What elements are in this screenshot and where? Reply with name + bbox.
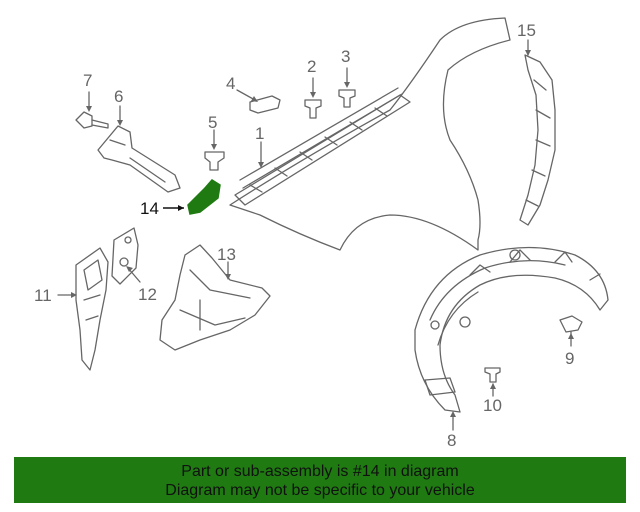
callout-5: 5 — [208, 113, 218, 132]
info-banner: Part or sub-assembly is #14 in diagram D… — [14, 457, 626, 503]
shield-part-13 — [159, 244, 271, 351]
callout-1: 1 — [255, 124, 265, 143]
callout-7: 7 — [83, 71, 93, 90]
callout-4: 4 — [226, 74, 236, 93]
liner-part-8 — [414, 246, 609, 413]
banner-line-2: Diagram may not be specific to your vehi… — [165, 482, 475, 499]
callout-11: 11 — [34, 286, 52, 305]
fender-part-1 — [229, 17, 511, 251]
panel-part-11 — [75, 247, 109, 371]
plate-part-12 — [111, 227, 139, 285]
callout-8: 8 — [447, 431, 457, 450]
clip-part-2 — [304, 99, 322, 119]
clip-part-9 — [559, 315, 583, 333]
strip-part-15 — [519, 54, 556, 226]
callout-14: 14 — [140, 199, 159, 218]
callout-6: 6 — [114, 87, 124, 106]
banner-line-1: Part or sub-assembly is #14 in diagram — [181, 463, 459, 480]
bracket-part-4 — [249, 95, 281, 114]
callout-9: 9 — [565, 349, 575, 368]
callout-10: 10 — [483, 396, 502, 415]
callout-15: 15 — [517, 21, 536, 40]
callout-12: 12 — [138, 285, 157, 304]
bracket-part-6 — [97, 125, 181, 193]
parts-diagram — [57, 17, 609, 431]
callout-3: 3 — [341, 47, 351, 66]
bracket-part-14 — [187, 179, 221, 215]
callout-2: 2 — [307, 57, 317, 76]
clip-part-3 — [338, 89, 356, 108]
clip-part-10 — [484, 367, 501, 383]
clip-part-5 — [204, 151, 225, 171]
bolt-part-7 — [75, 111, 93, 129]
callout-13: 13 — [217, 245, 236, 264]
